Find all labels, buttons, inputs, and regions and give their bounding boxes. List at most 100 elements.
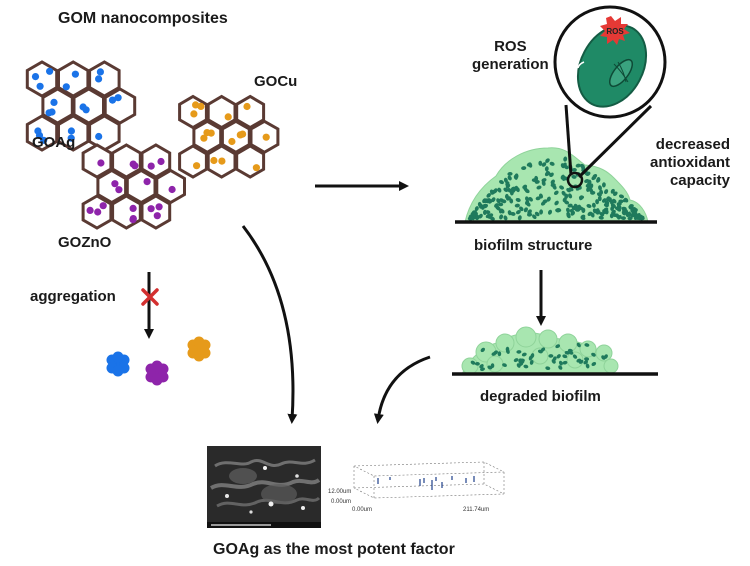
degraded-biofilm-label: degraded biofilm [480, 388, 601, 405]
goag-particle [95, 132, 103, 141]
degraded-biofilm-cell [513, 358, 519, 363]
goag-particle [108, 96, 117, 104]
gozno-particle [131, 162, 139, 170]
biofilm-cell [528, 197, 533, 202]
biofilm-cell [564, 200, 570, 205]
conclusion-label: GOAg as the most potent factor [213, 541, 455, 558]
biofilm-cell [526, 202, 531, 207]
cu-aggregate-blob [187, 336, 211, 362]
gocu-particle [262, 133, 270, 141]
gocu-particle [224, 113, 232, 121]
goag-hex-cluster [25, 60, 137, 152]
biofilm-cell [578, 206, 584, 211]
biofilm-cell [604, 200, 609, 206]
degraded-biofilm-cell [523, 364, 529, 369]
biofilm-cell [486, 193, 491, 198]
biofilm-cell [579, 195, 584, 201]
confocal-origin-label-2: 0.00um [352, 507, 373, 513]
goag-label: GOAg [32, 134, 76, 151]
gozno-particle [86, 206, 94, 214]
biofilm-cell [591, 202, 596, 208]
confocal-z-label: 12.00um [328, 489, 352, 495]
gocu-particle [193, 162, 201, 170]
biofilm-cell [532, 214, 537, 219]
biofilm-cell [515, 209, 521, 215]
degraded-biofilm-bubble [558, 333, 578, 353]
degraded-biofilm-cell [470, 360, 476, 365]
degraded-biofilm-cell [506, 349, 510, 354]
degraded-biofilm-cell [562, 360, 568, 365]
degraded-biofilm-cell [591, 361, 597, 367]
zoom-source-ring [566, 171, 584, 189]
biofilm-cell [496, 198, 501, 204]
degraded-biofilm-cell [491, 351, 497, 356]
biofilm-cell [596, 177, 601, 183]
biofilm-cell [629, 204, 634, 210]
biofilm-cell [541, 162, 547, 167]
gozno-particle [97, 159, 105, 167]
gozno-hex-cell [140, 194, 172, 230]
biofilm-cell [498, 202, 504, 207]
biofilm-cell [519, 206, 524, 212]
biofilm-cell [474, 206, 479, 212]
biofilm-cell [504, 193, 509, 200]
biofilm-cell [468, 214, 473, 220]
biofilm-cell [499, 214, 504, 220]
biofilm-cell [592, 208, 597, 214]
degraded-biofilm-cell [529, 359, 534, 365]
biofilm-cell [536, 185, 542, 190]
confocal-origin-label: 0.00um [331, 499, 352, 505]
degraded-biofilm-cell [578, 359, 584, 364]
biofilm-cell [615, 213, 620, 219]
biofilm-cell [566, 207, 570, 213]
biofilm-cell [618, 194, 625, 199]
biofilm-cell [540, 201, 546, 206]
biofilm-cell [559, 185, 565, 190]
goag-particle [96, 68, 104, 76]
biofilm-cell [597, 195, 602, 202]
biofilm-cell [627, 211, 632, 217]
biofilm-cell [478, 213, 483, 219]
gozno-particle [99, 202, 107, 210]
biofilm-cell [580, 215, 586, 221]
biofilm-cell [575, 163, 581, 168]
degraded-biofilm-cell [497, 351, 502, 357]
gozno-hex-cell [81, 143, 113, 179]
biofilm-cell [560, 163, 565, 169]
biofilm-cell [501, 199, 507, 204]
biofilm-cell [563, 156, 568, 162]
degraded-biofilm-cell [545, 366, 551, 371]
degraded-biofilm-cell [520, 358, 525, 364]
gocu-particle [218, 157, 226, 165]
biofilm-cell [496, 206, 501, 211]
biofilm-cell [610, 205, 615, 211]
gozno-hex-cell [140, 143, 172, 179]
sem-micrograph [207, 446, 321, 528]
degraded-biofilm-bubble [461, 357, 479, 375]
gozno-particle [129, 204, 137, 212]
gocu-particle [243, 102, 251, 111]
biofilm-cell [573, 203, 579, 209]
ros-generation-label: ROS generation [472, 38, 549, 73]
biofilm-cell [585, 171, 591, 176]
biofilm-cell [550, 183, 556, 188]
biofilm-cell [627, 216, 633, 221]
goag-particle [48, 108, 56, 116]
degraded-biofilm-bubble [495, 333, 515, 353]
biofilm-cell [596, 192, 602, 197]
biofilm-cell [566, 211, 571, 217]
biofilm-cell [513, 174, 518, 180]
biofilm-cell [503, 215, 508, 221]
goag-particle [82, 106, 90, 114]
zoom-line-right [577, 104, 653, 179]
gozno-hex-cluster [81, 143, 186, 230]
degraded-biofilm-cell [584, 343, 590, 347]
biofilm-cell [605, 196, 611, 202]
gozno-particle [155, 203, 163, 211]
biofilm-cell [517, 215, 522, 221]
biofilm-cell [514, 185, 519, 191]
biofilm-cell [550, 179, 555, 185]
biofilm-cell [568, 193, 573, 199]
ros-badge-label: ROS [606, 27, 624, 36]
gocu-particle [236, 131, 244, 139]
